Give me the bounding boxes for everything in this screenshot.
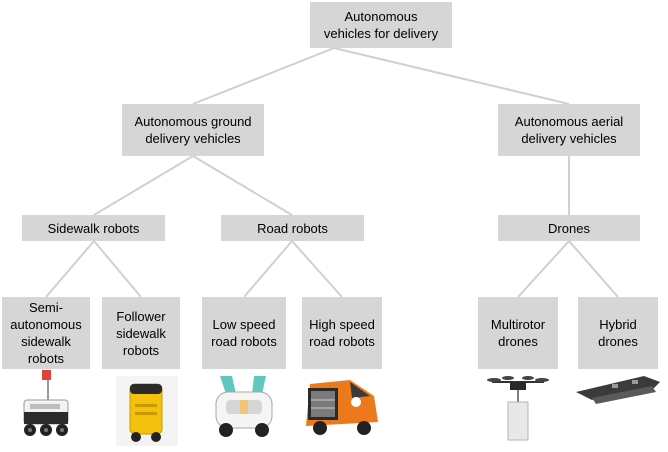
leaf-follower-sidewalk-robots: Follower sidewalk robots: [102, 297, 180, 369]
leaf-semi-autonomous-sidewalk-robots: Semi- autonomous sidewalk robots: [2, 297, 90, 369]
leaf-multirotor-drones: Multirotor drones: [478, 297, 558, 369]
edge-road-high: [291, 240, 343, 298]
leaf-hybrid-drones: Hybrid drones: [578, 297, 658, 369]
edge-road-low: [243, 240, 293, 298]
edge-drones-multirotor: [517, 240, 570, 298]
node-drones: Drones: [498, 215, 640, 241]
multirotor-drone-image: [487, 376, 549, 441]
edge-ground-road: [192, 155, 293, 216]
edge-root-aerial: [333, 47, 570, 105]
sidewalk-robot-image: [23, 370, 69, 436]
edge-drones-hybrid: [568, 240, 619, 298]
node-road-robots: Road robots: [221, 215, 364, 241]
edge-root-ground: [192, 47, 335, 105]
node-autonomous-delivery-vehicles: Autonomous vehicles for delivery: [310, 2, 452, 48]
high-speed-road-robot-image: [306, 380, 378, 435]
edge-ground-sidewalk: [93, 155, 194, 216]
follower-robot-image: [116, 376, 178, 446]
edge-sidewalk-follower: [93, 240, 142, 298]
edge-sidewalk-semi: [45, 240, 95, 298]
low-speed-road-robot-image: [215, 376, 273, 437]
node-autonomous-ground-delivery: Autonomous ground delivery vehicles: [122, 104, 264, 156]
node-sidewalk-robots: Sidewalk robots: [22, 215, 165, 241]
leaf-low-speed-road-robots: Low speed road robots: [202, 297, 286, 369]
hybrid-drone-image: [576, 376, 660, 404]
node-autonomous-aerial-delivery: Autonomous aerial delivery vehicles: [498, 104, 640, 156]
leaf-high-speed-road-robots: High speed road robots: [302, 297, 382, 369]
